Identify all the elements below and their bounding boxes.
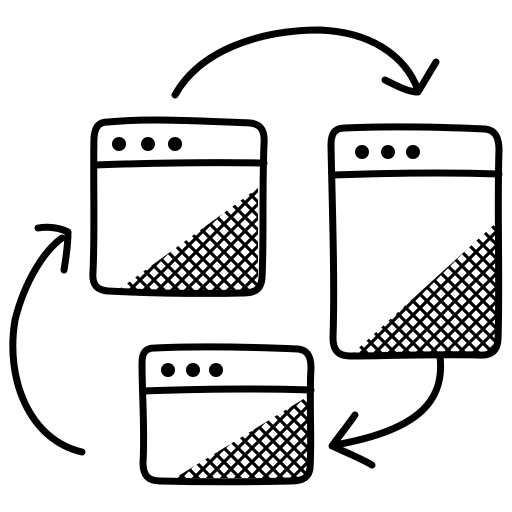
- window-hatched-corner: [175, 395, 310, 478]
- arrow-curve: [171, 26, 422, 99]
- window-titlebar-line: [139, 385, 315, 395]
- arrow-curve: [9, 234, 86, 456]
- arrow-head-icon: [34, 223, 72, 274]
- window-dot-icon: [209, 363, 223, 377]
- window-dot-icon: [186, 363, 200, 377]
- window-dot-icon: [355, 145, 369, 159]
- browser-window-right: [327, 123, 503, 360]
- window-hatched-corner: [118, 188, 258, 290]
- window-hatched-corner: [352, 222, 497, 354]
- arrow-head-icon: [328, 411, 376, 469]
- window-dot-icon: [168, 137, 182, 151]
- window-dot-icon: [112, 137, 126, 151]
- arrow-bottom-to-top-left: [9, 223, 86, 456]
- window-dot-icon: [381, 145, 395, 159]
- window-titlebar-line: [329, 169, 503, 179]
- arrow-curve: [331, 352, 445, 449]
- window-frame: [138, 343, 315, 486]
- window-titlebar-line: [91, 159, 268, 169]
- arrow-right-to-bottom: [328, 352, 445, 469]
- window-frame: [89, 116, 268, 297]
- window-frame: [327, 123, 503, 360]
- window-dot-icon: [141, 137, 155, 151]
- arrow-top-left-to-right: [171, 26, 440, 99]
- window-dot-icon: [161, 363, 175, 377]
- arrow-head-icon: [381, 58, 440, 96]
- window-dot-icon: [406, 145, 420, 159]
